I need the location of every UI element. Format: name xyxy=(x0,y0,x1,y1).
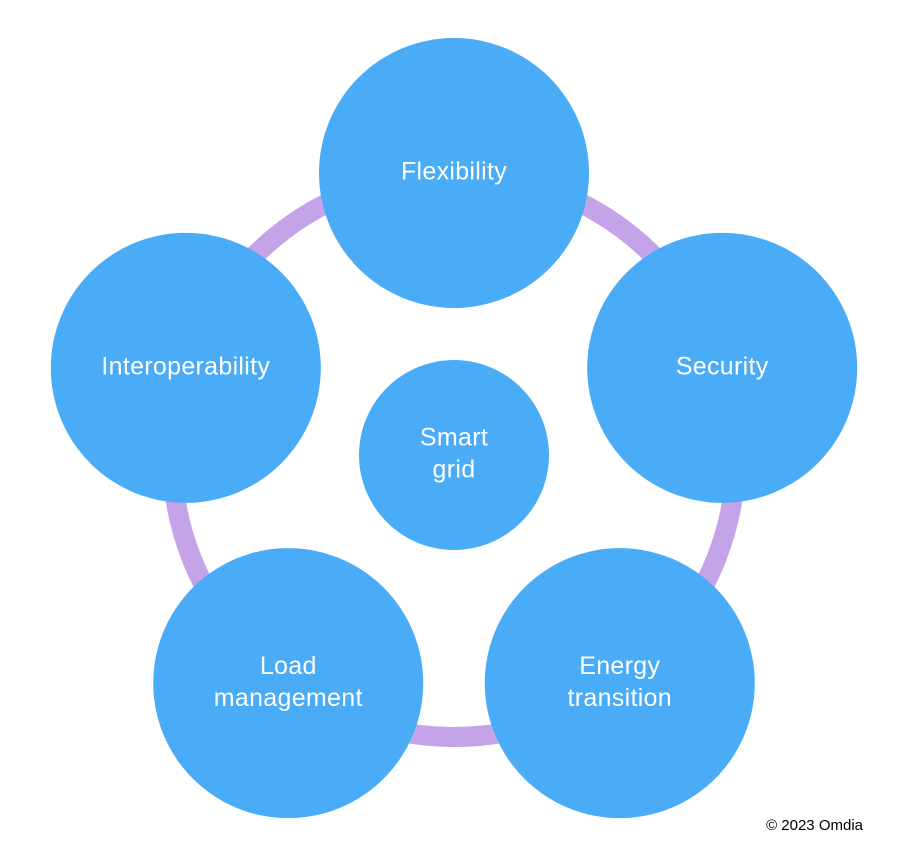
node-security-label-line-1: Security xyxy=(676,352,769,380)
center-node-circle xyxy=(359,360,549,550)
node-security-circle xyxy=(587,232,858,503)
node-load-management-label-line-2: management xyxy=(214,684,363,712)
node-flexibility: Flexibility xyxy=(319,38,589,308)
center-node: Smart grid xyxy=(359,360,549,550)
node-load-management-label-line-1: Load xyxy=(260,652,317,680)
node-interoperability-label-line-1: Interoperability xyxy=(101,352,270,380)
center-node-label-line-2: grid xyxy=(433,456,476,484)
node-energy-transition: Energy transition xyxy=(484,548,755,819)
node-energy-transition-circle xyxy=(484,548,755,819)
node-energy-transition-label-line-1: Energy xyxy=(579,652,660,680)
node-load-management-circle xyxy=(153,548,424,819)
center-node-label-line-1: Smart xyxy=(420,424,488,452)
copyright-notice: © 2023 Omdia xyxy=(766,817,863,834)
node-flexibility-label-line-1: Flexibility xyxy=(401,158,507,186)
node-interoperability-circle xyxy=(50,232,321,503)
node-load-management: Load management xyxy=(153,548,424,819)
node-security: Security xyxy=(587,232,858,503)
node-flexibility-circle xyxy=(319,38,589,308)
node-interoperability: Interoperability xyxy=(50,232,321,503)
node-energy-transition-label-line-2: transition xyxy=(568,684,672,712)
